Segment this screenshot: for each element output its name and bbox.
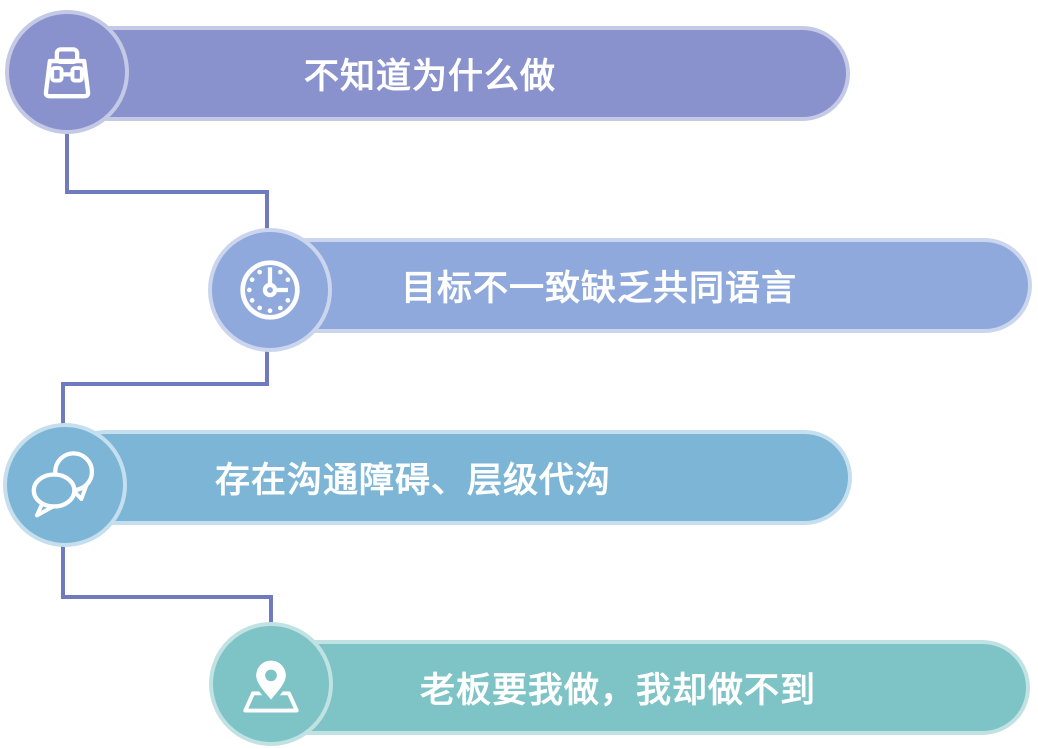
connector-step1-step2 [65,118,269,250]
briefcase-icon [43,47,91,99]
step-icon-circle [208,228,332,352]
step-icon-circle [3,423,127,547]
step-label: 老板要我做，我却做不到 [419,671,816,710]
map-pin-icon [243,656,299,713]
chat-bubbles-icon [31,451,95,518]
step-bar: 老板要我做，我却做不到 [260,640,1030,735]
step-bar: 存在沟通障碍、层级代沟 [58,430,852,525]
step-bar: 不知道为什么做 [60,26,850,121]
step-label: 不知道为什么做 [303,57,556,96]
clock-icon [240,260,300,320]
connector-step2-step3 [61,330,269,445]
step-label: 存在沟通障碍、层级代沟 [214,461,611,500]
step-icon-circle [209,622,333,746]
step-bar: 目标不一致缺乏共同语言 [260,238,1032,333]
step-icon-circle [5,10,129,134]
step-label: 目标不一致缺乏共同语言 [400,269,797,308]
